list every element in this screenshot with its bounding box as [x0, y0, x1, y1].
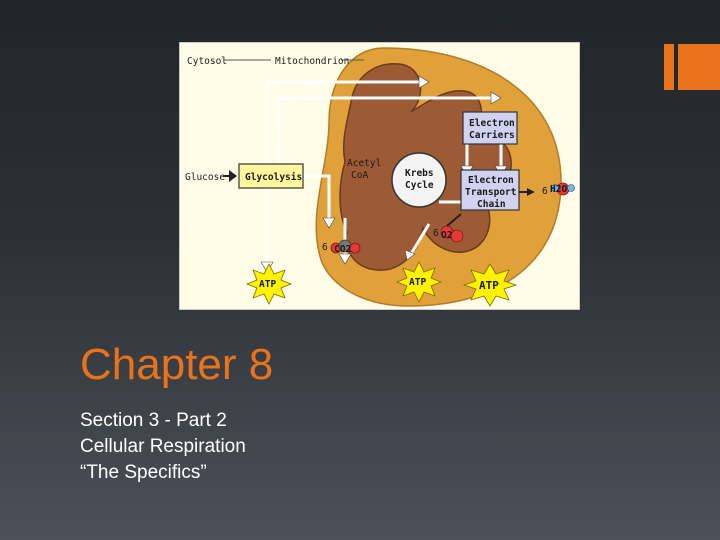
atp-burst-glycolysis: ATP: [245, 263, 293, 305]
atp-burst-krebs: ATP: [395, 261, 443, 303]
h2o-label: H2O: [550, 184, 567, 195]
accent-bar: [664, 44, 674, 90]
subtitle-line-topic: Cellular Respiration: [80, 436, 246, 457]
cellular-respiration-diagram: Cytosol Mitochondrion Glucose Glycolysis…: [179, 42, 580, 310]
krebs-label-line1: Krebs: [405, 168, 434, 179]
flow-arrows: [265, 80, 503, 262]
atp-label-glycolysis: ATP: [259, 279, 276, 290]
atp-burst-etc: ATP: [462, 263, 518, 307]
electron-carriers-label-line2: Carriers: [469, 130, 515, 141]
co2-coefficient: 6: [322, 242, 328, 253]
glycolysis-box: [238, 163, 304, 189]
atp-label-krebs: ATP: [409, 277, 426, 288]
etc-label-line1: Electron: [468, 175, 514, 186]
electron-carriers-label-line1: Electron: [469, 118, 515, 129]
atp-label-etc: ATP: [479, 279, 499, 292]
o2-label: O2: [441, 230, 452, 241]
slide-title: Chapter 8: [80, 340, 274, 389]
subtitle-line-section: Section 3 - Part 2: [80, 410, 227, 431]
krebs-cycle-circle: [391, 152, 447, 208]
h2o-coefficient: 6: [542, 186, 548, 197]
glucose-label: Glucose: [185, 172, 225, 183]
mitochondrion-label: Mitochondrion: [275, 56, 349, 67]
slide-subtitle: Section 3 - Part 2 Cellular Respiration …: [80, 408, 246, 486]
etc-label-line3: Chain: [477, 199, 506, 210]
krebs-label-line2: Cycle: [405, 180, 434, 191]
etc-label-line2: Transport: [465, 187, 516, 198]
water-molecule-icon: [551, 182, 575, 196]
glucose-arrow: [229, 170, 237, 182]
o2-coefficient: 6: [433, 228, 439, 239]
electron-carriers-box: [462, 111, 518, 145]
glycolysis-label: Glycolysis: [245, 172, 302, 183]
subtitle-line-tagline: “The Specifics”: [80, 462, 207, 483]
cytosol-label: Cytosol: [187, 56, 227, 67]
accent-block: [678, 44, 720, 90]
co2-label: CO2: [334, 244, 351, 255]
acetyl-coa-label-line2: CoA: [351, 170, 368, 181]
acetyl-coa-label-line1: Acetyl: [347, 158, 381, 169]
carbon-dioxide-molecule-icon: [330, 239, 361, 254]
electron-transport-chain-box: [460, 169, 520, 211]
